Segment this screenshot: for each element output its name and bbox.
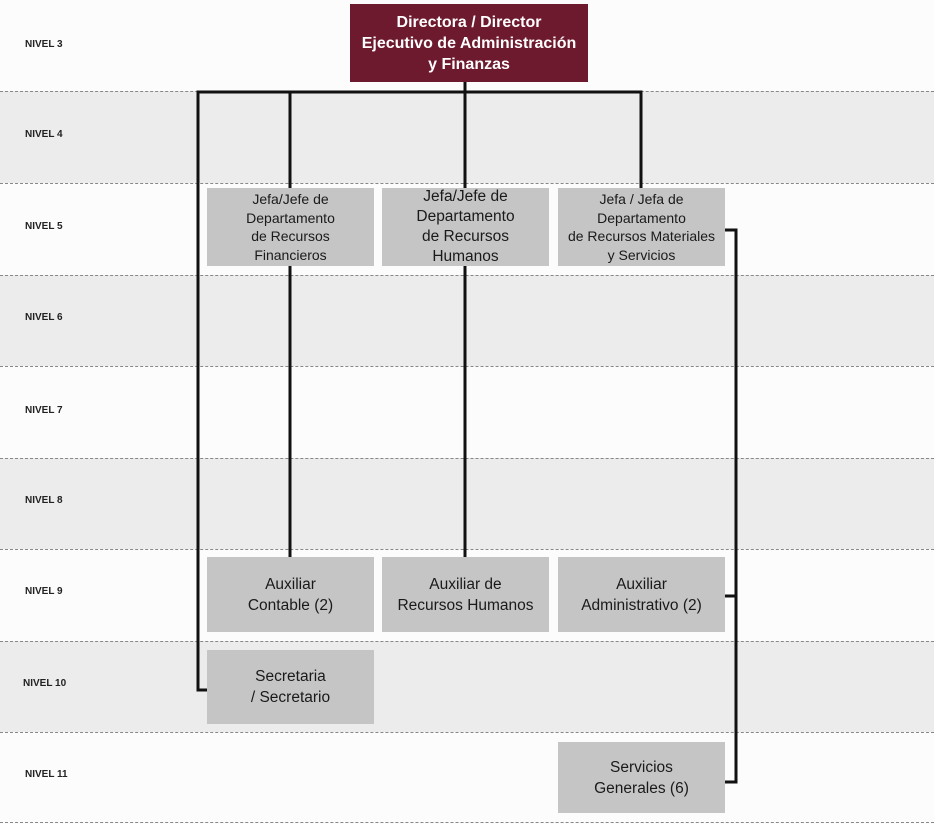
level-label-4: NIVEL 4 — [25, 129, 63, 140]
auxiliar-contable-box[interactable]: Auxiliar Contable (2) — [207, 557, 374, 632]
level-label-10: NIVEL 10 — [23, 678, 67, 689]
jefe-recursos-financieros-box[interactable]: Jefa/Jefe de Departamento de Recursos Fi… — [207, 188, 374, 266]
auxiliar-contable-title: Auxiliar Contable (2) — [247, 575, 334, 614]
jefe-recursos-financieros-title: Jefa/Jefe de Departamento de Recursos Fi… — [246, 191, 335, 263]
level-separator — [0, 732, 934, 733]
band-nivel-10 — [0, 641, 934, 732]
director-title: Directora / Director Ejecutivo de Admini… — [361, 13, 577, 73]
jefe-recursos-materiales-title: Jefa / Jefa de Departamento de Recursos … — [567, 191, 716, 263]
jefe-recursos-humanos-title: Jefa/Jefe de Departamento de Recursos Hu… — [416, 188, 515, 265]
level-label-6: NIVEL 6 — [25, 312, 63, 323]
secretaria-title: Secretaria / Secretario — [250, 668, 331, 706]
level-separator — [0, 822, 934, 823]
level-separator — [0, 458, 934, 459]
level-label-7: NIVEL 7 — [25, 405, 63, 416]
level-label-5: NIVEL 5 — [25, 221, 63, 232]
auxiliar-administrativo-title: Auxiliar Administrativo (2) — [581, 575, 702, 614]
auxiliar-recursos-humanos-box[interactable]: Auxiliar de Recursos Humanos — [382, 557, 549, 632]
band-nivel-4 — [0, 91, 934, 183]
servicios-generales-box[interactable]: Servicios Generales (6) — [558, 742, 725, 813]
level-separator — [0, 549, 934, 550]
level-label-3: NIVEL 3 — [25, 39, 63, 50]
band-nivel-6 — [0, 275, 934, 366]
level-label-9: NIVEL 9 — [25, 586, 63, 597]
secretaria-box[interactable]: Secretaria / Secretario — [207, 650, 374, 724]
level-label-8: NIVEL 8 — [25, 495, 63, 506]
level-separator — [0, 366, 934, 367]
jefe-recursos-materiales-box[interactable]: Jefa / Jefa de Departamento de Recursos … — [558, 188, 725, 266]
auxiliar-administrativo-box[interactable]: Auxiliar Administrativo (2) — [558, 557, 725, 632]
band-nivel-8 — [0, 458, 934, 549]
level-label-11: NIVEL 11 — [25, 769, 68, 780]
auxiliar-recursos-humanos-title: Auxiliar de Recursos Humanos — [397, 575, 534, 614]
servicios-generales-title: Servicios Generales (6) — [594, 758, 689, 797]
band-nivel-11 — [0, 732, 934, 824]
level-separator — [0, 641, 934, 642]
director-box[interactable]: Directora / Director Ejecutivo de Admini… — [350, 4, 588, 82]
band-nivel-7 — [0, 366, 934, 458]
level-separator — [0, 275, 934, 276]
level-separator — [0, 183, 934, 184]
jefe-recursos-humanos-box[interactable]: Jefa/Jefe de Departamento de Recursos Hu… — [382, 188, 549, 266]
